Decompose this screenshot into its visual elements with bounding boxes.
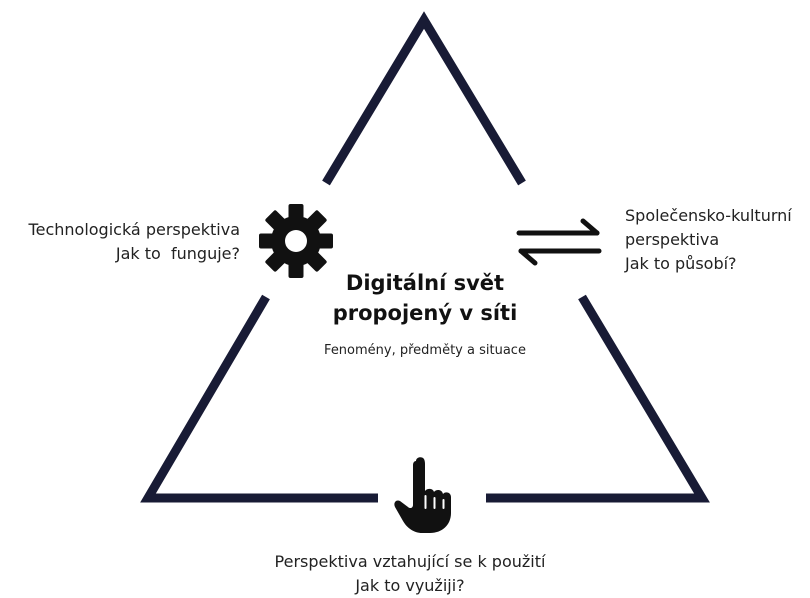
technological-perspective-question: Jak to funguje? bbox=[115, 244, 240, 263]
triangle-edge-left-upper bbox=[322, 11, 526, 186]
pointer-hand-icon bbox=[394, 457, 451, 533]
usage-perspective-question: Jak to využiji? bbox=[355, 576, 465, 595]
center-block: Digitální svět propojený v síti Fenomény… bbox=[290, 268, 560, 360]
exchange-arrows-icon bbox=[516, 218, 602, 266]
triangle-edge-right-lower bbox=[486, 294, 710, 503]
gear-icon bbox=[259, 204, 333, 278]
social-cultural-perspective-title-line1: Společensko-kulturní bbox=[625, 206, 792, 225]
technological-perspective-title: Technologická perspektiva bbox=[28, 220, 240, 239]
social-cultural-perspective-label: Společensko-kulturní perspektiva Jak to … bbox=[625, 204, 792, 276]
social-cultural-perspective-title-line2: perspektiva bbox=[625, 230, 720, 249]
center-title-line2: propojený v síti bbox=[332, 301, 518, 325]
social-cultural-perspective-question: Jak to působí? bbox=[625, 254, 737, 273]
triangle-edge-left-lower bbox=[140, 294, 378, 503]
usage-perspective-label: Perspektiva vztahující se k použití Jak … bbox=[210, 550, 610, 598]
center-title: Digitální svět propojený v síti bbox=[290, 268, 560, 328]
usage-perspective-title: Perspektiva vztahující se k použití bbox=[274, 552, 546, 571]
center-title-line1: Digitální svět bbox=[345, 271, 505, 295]
center-subtitle: Fenomény, předměty a situace bbox=[324, 343, 526, 358]
technological-perspective-label: Technologická perspektiva Jak to funguje… bbox=[29, 218, 240, 266]
